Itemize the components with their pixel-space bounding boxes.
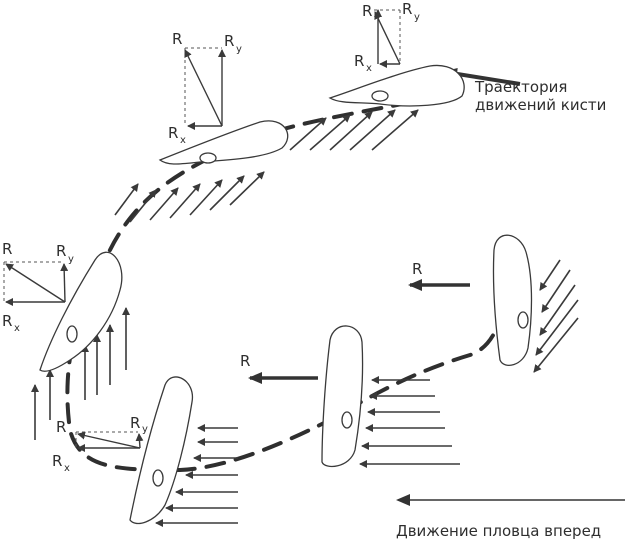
water-flow-left	[31, 307, 130, 440]
label-rx-left: R	[2, 312, 12, 330]
label-ry-bottom-left: R	[130, 414, 140, 432]
label-ry-top-right: R	[402, 0, 412, 18]
water-flow-bottom	[155, 424, 238, 527]
label-r-left: R	[2, 240, 12, 258]
trajectory-caption-line2: движений кисти	[475, 96, 606, 114]
label-rx-sub-upper: x	[180, 135, 186, 146]
label-ry-sub-left: y	[68, 254, 74, 265]
label-r-right-arrow: R	[412, 260, 422, 278]
label-r-middle-arrow: R	[240, 352, 250, 370]
water-flow-right	[533, 259, 579, 373]
label-ry-sub-upper: y	[236, 44, 242, 55]
forward-motion-caption: Движение пловца вперед	[396, 522, 601, 540]
hand-upper-middle	[158, 120, 289, 165]
water-flow-middle	[359, 376, 460, 468]
vector-diagram-upper	[184, 47, 226, 130]
label-rx-top-right: R	[354, 52, 364, 70]
hand-bottom-left	[129, 376, 194, 525]
label-ry-upper: R	[224, 32, 234, 50]
hand-top-right	[328, 64, 465, 107]
label-rx-sub-left: x	[14, 323, 20, 334]
label-r-bottom-left: R	[56, 418, 66, 436]
vector-diagram-top-right	[374, 9, 401, 68]
hand-left	[39, 251, 123, 372]
label-ry-sub-top-right: y	[414, 12, 420, 23]
label-r-upper: R	[172, 30, 182, 48]
hand-middle	[321, 325, 364, 468]
vector-diagram-left	[3, 261, 69, 306]
label-rx-sub-top-right: x	[366, 63, 372, 74]
label-ry-sub-bottom-left: y	[142, 424, 148, 435]
label-r-top-right: R	[362, 2, 372, 20]
label-ry-left: R	[56, 242, 66, 260]
label-rx-sub-bottom-left: x	[64, 463, 70, 474]
label-rx-bottom-left: R	[52, 452, 62, 470]
vector-diagram-bottom-left	[75, 431, 144, 452]
trajectory-caption-line1: Траектория	[474, 78, 567, 96]
label-rx-upper: R	[168, 124, 178, 142]
hand-right	[492, 234, 533, 366]
water-flow-upper	[114, 109, 419, 223]
